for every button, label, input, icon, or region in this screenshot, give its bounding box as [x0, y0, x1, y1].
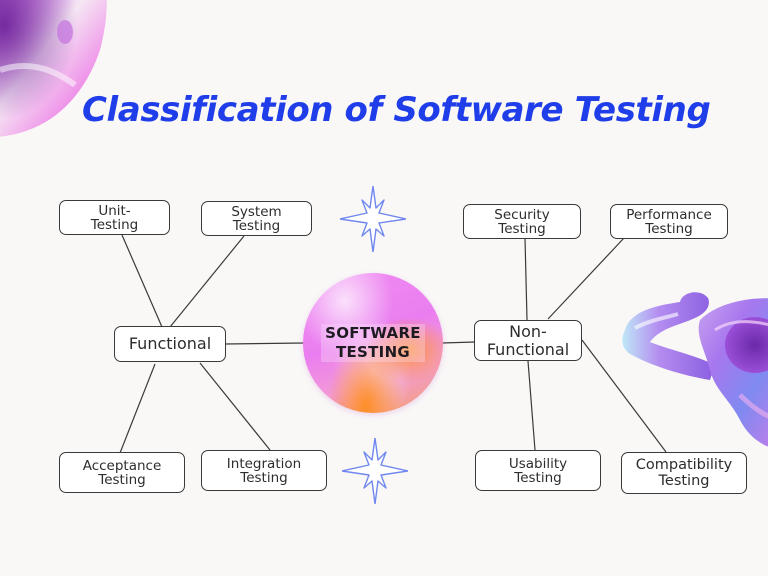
node-security-testing: Security Testing [463, 204, 581, 239]
link-unit [121, 234, 163, 328]
node-label: Functional [128, 334, 212, 353]
node-label: Unit- [98, 202, 131, 219]
link-center-nonfunctional [441, 341, 476, 344]
node-performance-testing: Performance Testing [610, 204, 728, 239]
node-label: Testing [98, 471, 146, 488]
node-label: Usability [508, 455, 568, 472]
link-acceptance [119, 363, 156, 454]
node-system-testing: System Testing [201, 201, 312, 236]
node-unit-testing: Unit- Testing [59, 200, 170, 235]
node-label: Security [494, 206, 550, 223]
link-usability [527, 360, 536, 451]
sparkle-icon [342, 438, 408, 504]
node-label: Acceptance [82, 457, 162, 474]
sparkle-icon [340, 186, 406, 252]
node-label: System [231, 203, 282, 220]
link-compatibility [581, 339, 667, 453]
node-label: Integration [226, 455, 302, 472]
node-compatibility-testing: Compatibility Testing [621, 452, 747, 494]
node-label: Testing [498, 220, 546, 237]
node-label: Testing [232, 217, 281, 234]
node-functional: Functional [114, 326, 226, 362]
node-label: Compatibility [635, 457, 733, 473]
center-label: TESTING [321, 343, 425, 362]
node-label: Testing [645, 220, 693, 237]
node-label: Functional [486, 339, 570, 359]
center-node-software-testing: SOFTWARE TESTING [303, 273, 443, 413]
node-acceptance-testing: Acceptance Testing [59, 452, 185, 493]
node-label: Testing [658, 473, 710, 489]
node-label: Testing [90, 216, 139, 233]
node-label: Testing [240, 469, 288, 486]
node-usability-testing: Usability Testing [475, 450, 601, 491]
link-performance [547, 237, 625, 320]
link-integration [199, 362, 271, 451]
iridescent-blob-right-icon [622, 292, 768, 447]
node-label: Performance [626, 206, 712, 223]
node-integration-testing: Integration Testing [201, 450, 327, 491]
iridescent-blob-top-left-icon [0, 0, 107, 137]
center-label: SOFTWARE [321, 324, 425, 343]
node-label: Testing [514, 469, 562, 486]
node-non-functional: Non- Functional [474, 320, 582, 361]
link-system [169, 235, 245, 328]
link-functional-center [224, 342, 305, 345]
link-security [524, 237, 528, 321]
node-label: Non- [509, 321, 547, 341]
page-title: Classification of Software Testing [82, 90, 711, 130]
